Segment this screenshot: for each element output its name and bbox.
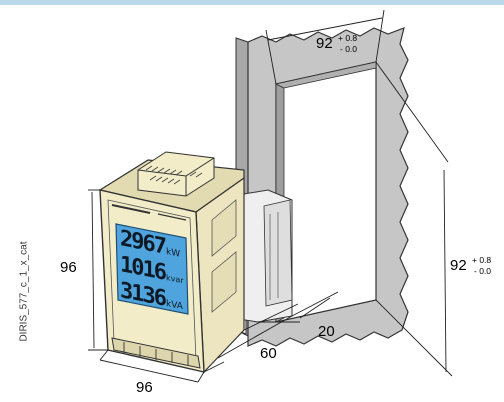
side-caption: DIRIS_577_c_1_x_cat bbox=[18, 241, 30, 342]
meter-rear-body bbox=[231, 189, 293, 323]
lcd-unit-2: kvar bbox=[165, 272, 184, 286]
dim-cutout-height: 92 + 0.8 - 0.0 bbox=[450, 255, 491, 276]
dim-cutout-width: 92 + 0.8 - 0.0 bbox=[316, 33, 357, 54]
header-bar bbox=[0, 0, 504, 5]
dim-cutout-height-tol-minus: - 0.0 bbox=[474, 266, 491, 276]
dim-cutout-width-value: 92 bbox=[316, 35, 333, 52]
front-buttons bbox=[111, 337, 201, 369]
lcd-unit-3: kVA bbox=[165, 298, 183, 313]
dimension-lines bbox=[88, 9, 453, 383]
dim-cutout-height-value: 92 bbox=[450, 257, 467, 274]
dim-cutout-height-tol-plus: + 0.8 bbox=[472, 255, 491, 265]
lcd-screen bbox=[115, 223, 189, 315]
vent-slots bbox=[145, 165, 203, 185]
lcd-readings: 2967 kW 1016 kvar 3136 kVA bbox=[120, 226, 190, 318]
dim-depth-rear: 20 bbox=[318, 323, 335, 340]
lcd-unit-1: kW bbox=[165, 246, 181, 260]
dim-front-height: 96 bbox=[60, 259, 77, 276]
dim-front-width: 96 bbox=[136, 379, 153, 396]
dim-cutout-width-tol-minus: - 0.0 bbox=[340, 44, 357, 54]
dim-depth-total: 60 bbox=[260, 345, 277, 362]
dim-cutout-width-tol-plus: + 0.8 bbox=[338, 33, 357, 43]
